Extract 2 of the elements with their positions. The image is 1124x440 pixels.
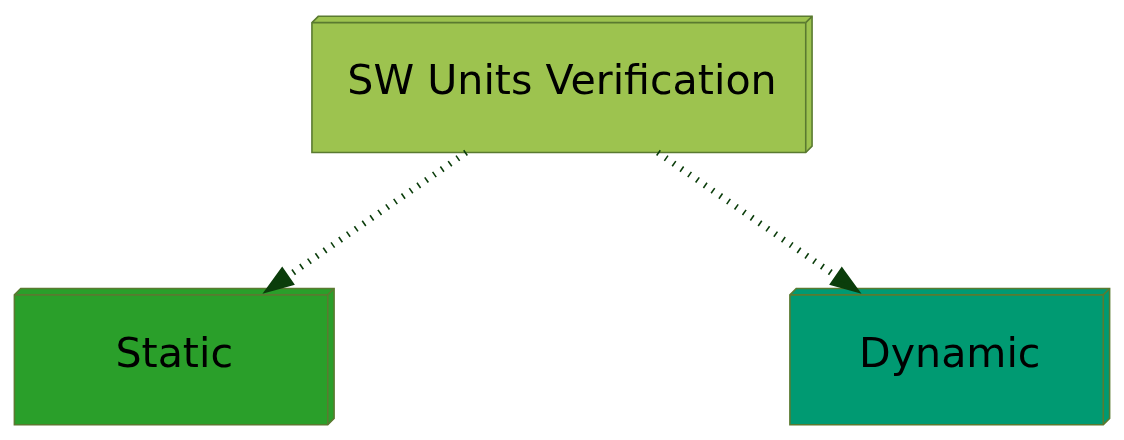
arrow xyxy=(656,149,862,294)
arrow xyxy=(262,149,468,294)
